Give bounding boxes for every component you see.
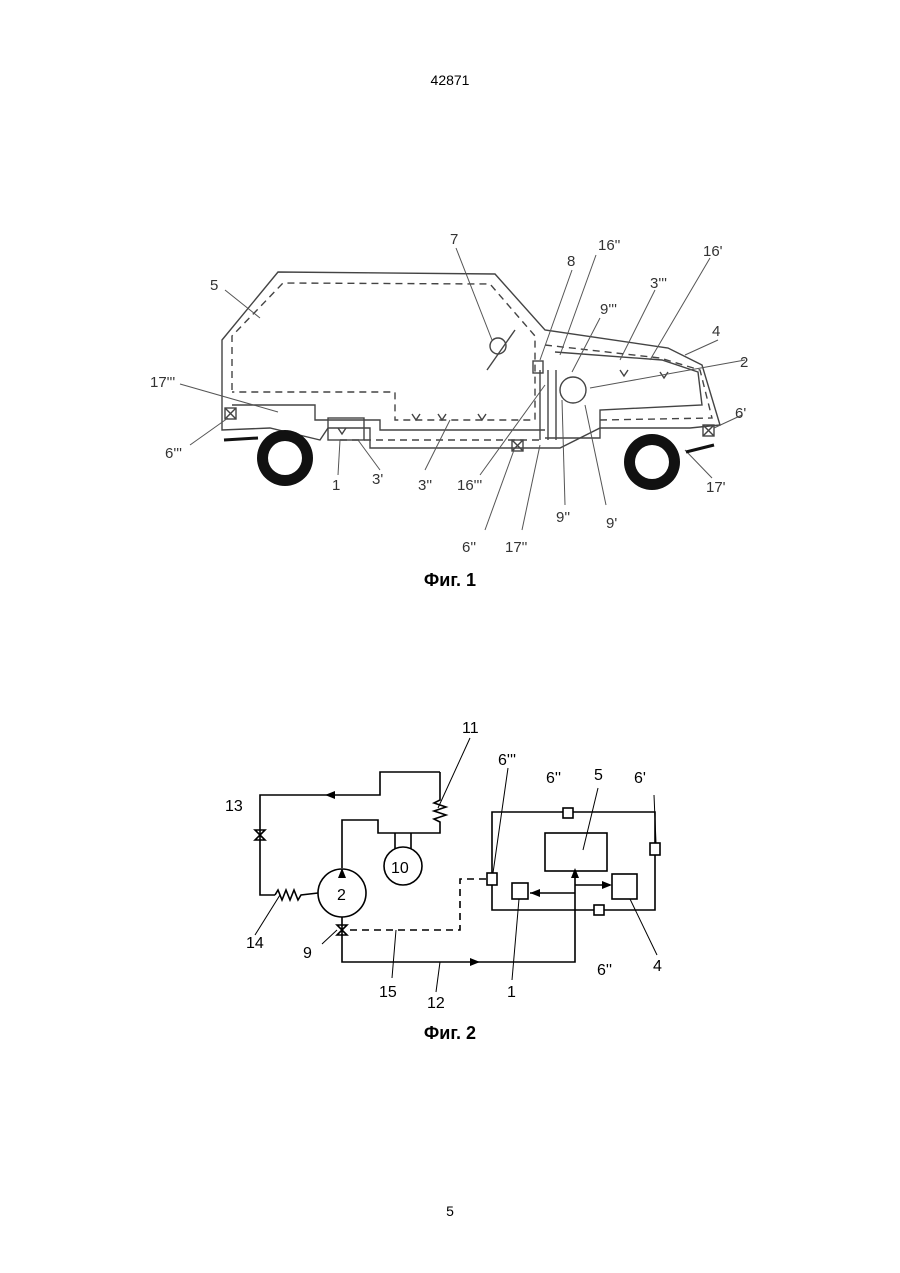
box-1 <box>512 883 528 899</box>
control-frame <box>492 812 655 910</box>
fig2-label-15: 15 <box>379 984 397 1001</box>
fig2-label-12: 12 <box>427 995 445 1012</box>
box-4 <box>612 874 637 899</box>
fig2-label-9: 9 <box>303 945 312 962</box>
dashed-line-15 <box>350 879 487 930</box>
fig2-label-2: 2 <box>337 887 346 904</box>
fig2-label-11: 11 <box>462 720 479 737</box>
box-5 <box>545 833 607 871</box>
fig2-label-4: 4 <box>653 958 662 975</box>
fig2-label-5: 5 <box>594 767 603 784</box>
fig2-label-6b-bottom: 6'' <box>597 962 612 979</box>
figure-2-caption: Фиг. 2 <box>0 1023 900 1044</box>
fig2-label-6b-top: 6'' <box>546 770 561 787</box>
fig2-label-13: 13 <box>225 798 243 815</box>
fig2-label-6a: 6' <box>634 770 646 787</box>
fig2-label-14: 14 <box>246 935 264 952</box>
fig2-label-10: 10 <box>391 860 409 877</box>
page-number: 5 <box>0 1203 900 1219</box>
fig2-label-1: 1 <box>507 984 516 1001</box>
evaporator-14 <box>275 890 318 900</box>
heat-exchanger-11 <box>342 772 446 868</box>
fig2-label-6c: 6''' <box>498 752 516 769</box>
line-12 <box>342 870 575 962</box>
